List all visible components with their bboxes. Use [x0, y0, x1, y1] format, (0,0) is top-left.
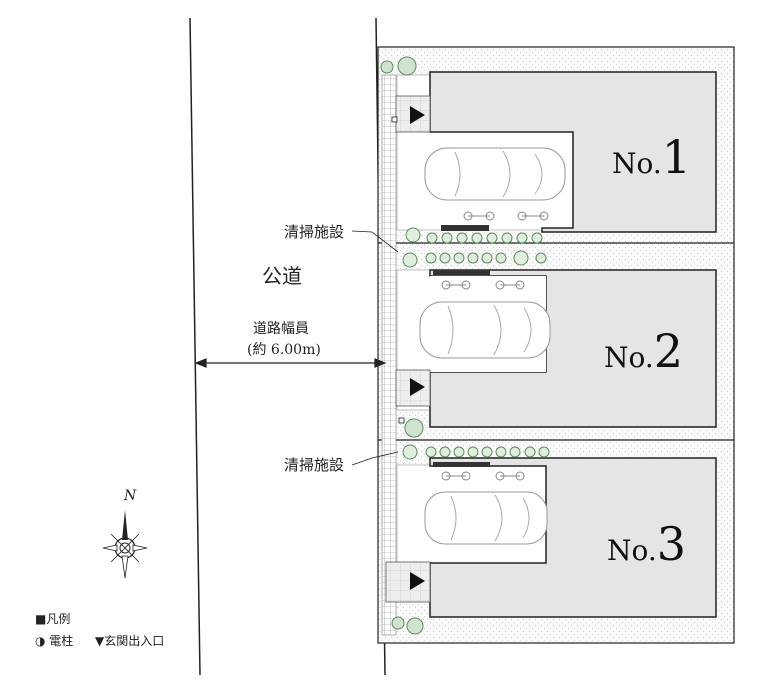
bicycle-icons-2	[441, 280, 525, 290]
bicycle-icons-1	[463, 211, 549, 221]
entrance-icon-3	[410, 572, 425, 590]
lot-1-label: No.1	[612, 130, 691, 184]
hedge-1	[405, 227, 543, 244]
car-icon-2	[419, 301, 551, 359]
car-icon-3	[424, 491, 548, 545]
compass-north-label: N	[123, 488, 137, 504]
cleaning-label-bottom: 清掃施設	[284, 456, 344, 474]
lot-2: No.2	[395, 250, 717, 438]
hedge-3	[402, 444, 550, 460]
entrance-box-3	[385, 561, 431, 603]
road-width-value: (約 6.00m)	[247, 342, 321, 358]
road-width-arrow	[194, 358, 387, 368]
compass-icon	[102, 510, 148, 579]
cleaning-box-1	[441, 225, 489, 231]
legend-pole: ◑ 電柱	[35, 633, 73, 648]
legend-entrance: ▼玄関出入口	[95, 633, 164, 648]
car-icon-1	[424, 147, 566, 201]
cleaning-box-2	[433, 270, 490, 275]
entrance-icon-2	[410, 378, 425, 396]
lot-3-label: No.3	[607, 517, 686, 571]
lot-1: No.1	[380, 56, 717, 244]
shrubs-2-bottom	[404, 418, 424, 438]
entrance-icon-1	[410, 106, 425, 124]
shrubs-3-bottom	[391, 616, 424, 635]
road-edge-left	[189, 17, 201, 676]
shrubs-1-top	[380, 56, 417, 76]
cleaning-box-3	[433, 462, 490, 467]
road-width-label: 道路幅員	[253, 321, 309, 337]
pole-icons	[391, 116, 405, 424]
lot-2-label: No.2	[604, 324, 683, 378]
leader-line-bottom	[351, 451, 399, 466]
lot-3: No.3	[385, 444, 717, 635]
cleaning-label-top: 清掃施設	[284, 223, 344, 241]
leader-line-top	[351, 230, 399, 253]
legend-title: ■凡例	[35, 612, 70, 626]
frontage-tiles	[381, 74, 397, 636]
bicycle-icons-3	[441, 471, 525, 481]
building-1	[429, 71, 717, 233]
road-name: 公道	[262, 264, 302, 288]
hedge-2	[402, 250, 547, 268]
